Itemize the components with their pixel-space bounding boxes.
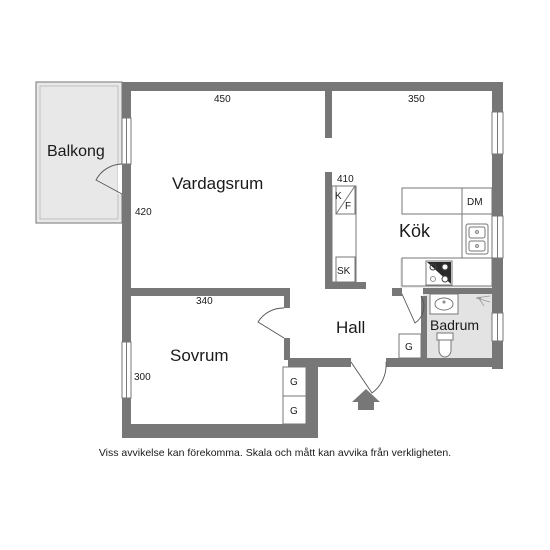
dimension-living-width: 450 xyxy=(214,94,231,105)
room-label-hall: Hall xyxy=(336,318,365,337)
bedroom-closets xyxy=(282,366,307,425)
fixture-label-wardrobe: SK xyxy=(337,266,351,277)
dimension-storage-width: 410 xyxy=(337,174,354,185)
kitchen-sink-icon xyxy=(465,223,489,255)
bathroom-fixtures xyxy=(429,293,459,358)
fixture-label-dishwasher: DM xyxy=(467,197,483,208)
fixture-label-closet-bedroom-2: G xyxy=(290,406,298,417)
fixture-label-closet-bedroom-1: G xyxy=(290,377,298,388)
balcony xyxy=(35,81,123,224)
dimension-bedroom-depth: 300 xyxy=(134,372,151,383)
room-label-bathroom: Badrum xyxy=(430,317,479,333)
fixture-label-closet-hall: G xyxy=(405,342,413,353)
disclaimer-text: Viss avvikelse kan förekomma. Skala och … xyxy=(98,447,452,459)
entrance-arrow-icon xyxy=(352,389,380,410)
room-label-balcony: Balkong xyxy=(47,143,105,160)
fixture-label-freezer: F xyxy=(345,201,351,212)
dimension-living-depth: 420 xyxy=(135,207,152,218)
stove-icon xyxy=(425,260,453,286)
storage-column xyxy=(331,185,357,283)
dimension-bedroom-width: 340 xyxy=(196,296,213,307)
fixture-label-fridge: K xyxy=(335,191,342,202)
room-label-kitchen: Kök xyxy=(399,221,431,241)
dimension-kitchen-width: 350 xyxy=(408,94,425,105)
hall-closet xyxy=(398,333,422,359)
room-label-bedroom: Sovrum xyxy=(170,346,229,365)
doors xyxy=(95,163,425,394)
room-label-living: Vardagsrum xyxy=(172,174,263,193)
shower-icon xyxy=(475,295,491,307)
windows xyxy=(121,111,504,399)
